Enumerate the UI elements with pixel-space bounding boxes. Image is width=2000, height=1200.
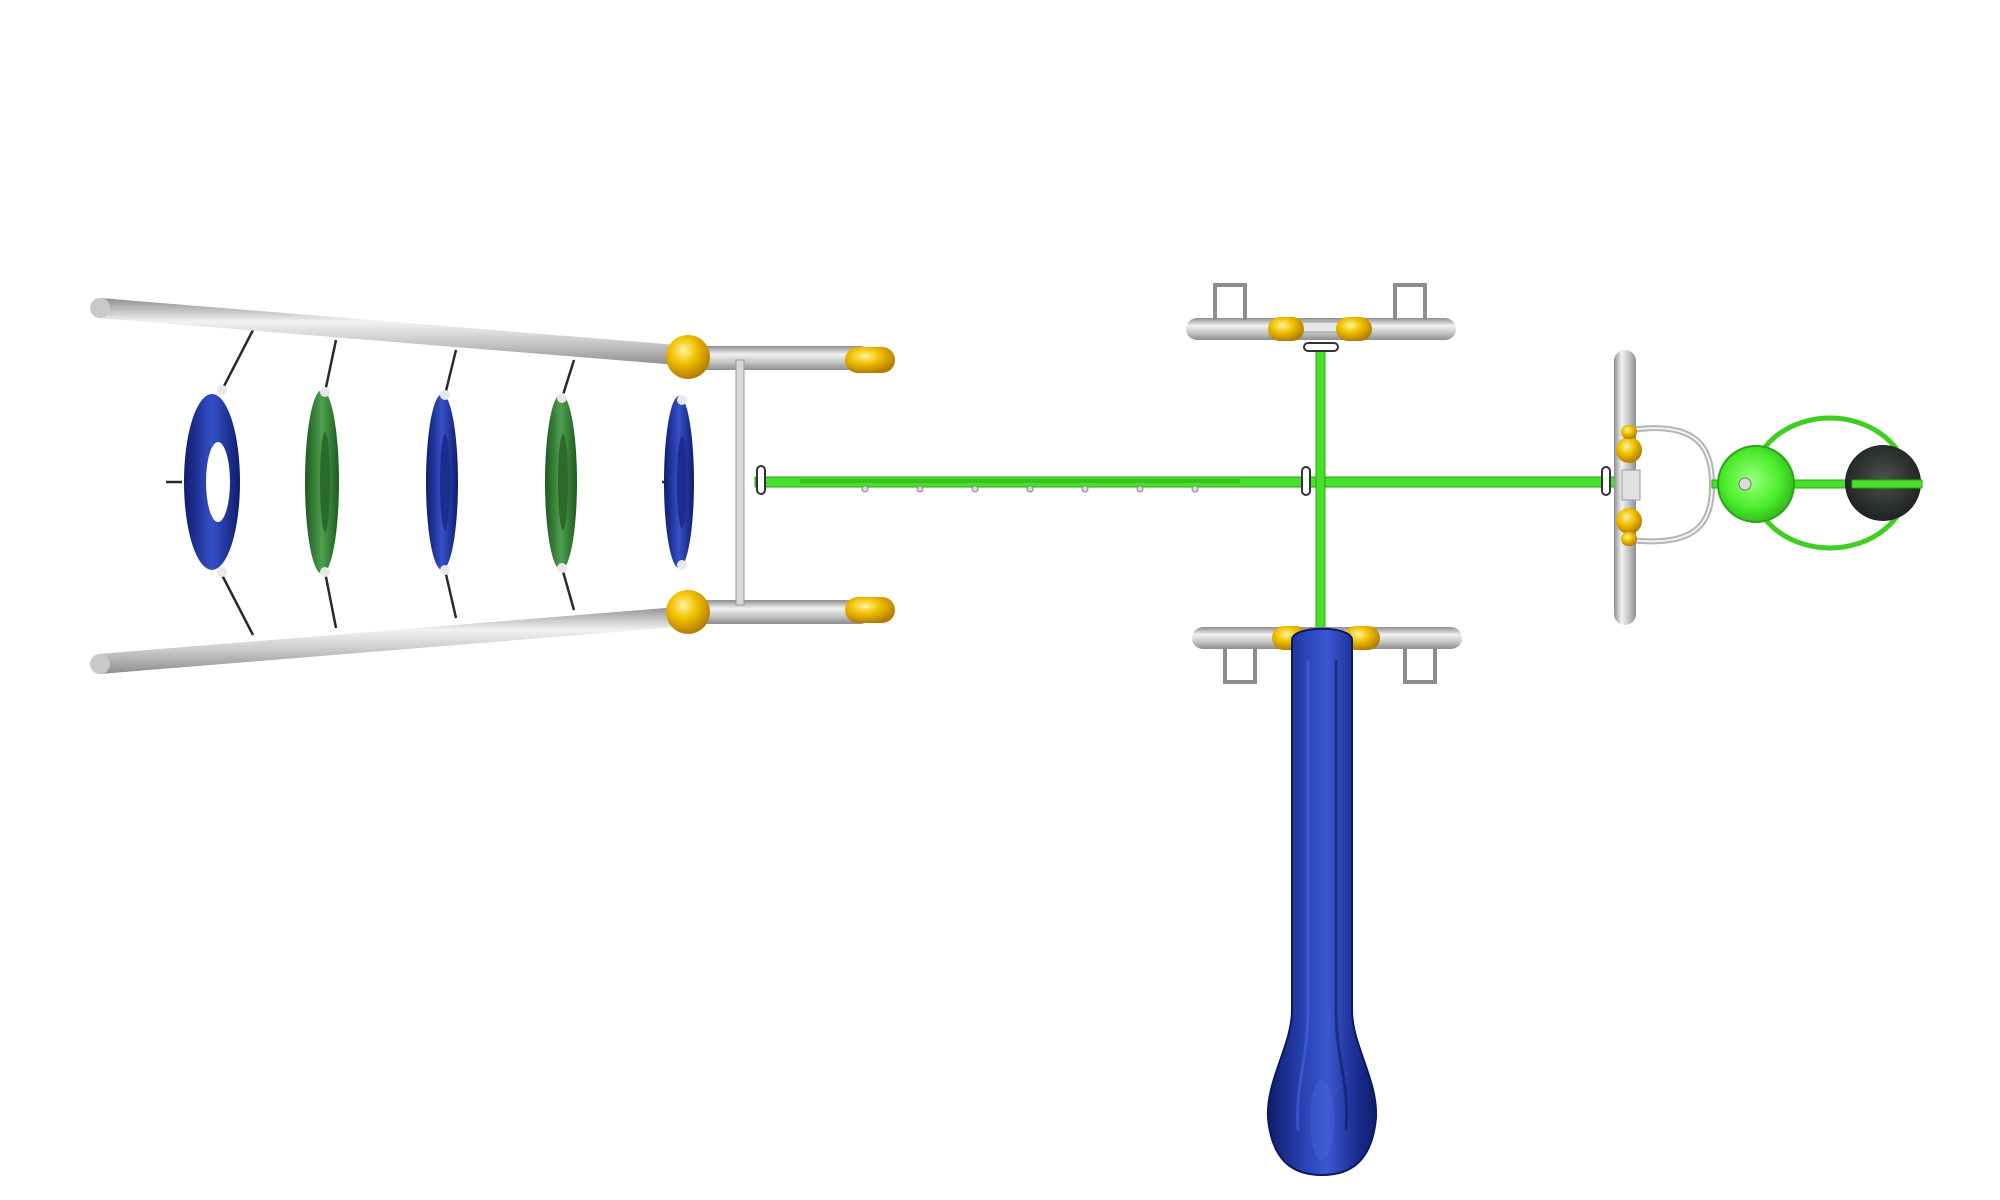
ring-green-2 (545, 393, 577, 573)
ladder-end-pipe-top (690, 346, 870, 370)
ladder-rings (184, 385, 694, 577)
ring-blue-3 (664, 395, 694, 570)
ladder-end-pipe-bottom (690, 600, 870, 624)
yellow-corner-clamps (666, 335, 710, 634)
ring-blue-1 (184, 385, 240, 577)
a-frame-end (1614, 350, 1716, 625)
wave-slide (1266, 627, 1378, 1177)
ring-ladder (90, 298, 895, 674)
leg-feet-upper (1213, 283, 1427, 320)
leg-feet-lower (1223, 648, 1437, 684)
ladder-lower-beam (90, 606, 690, 674)
top-beam (754, 465, 1616, 496)
beam-brackets (756, 465, 1611, 496)
ladder-upper-beam (90, 298, 690, 366)
yellow-end-caps (845, 347, 895, 623)
ring-green-1 (305, 387, 339, 577)
beam-hangers (861, 485, 1199, 493)
tire (1845, 445, 1923, 521)
ladder-crossbar (735, 359, 745, 606)
a-frame-leg-upper (1186, 283, 1456, 341)
tire-swing (1711, 415, 1923, 551)
ladder-ropes (166, 329, 676, 636)
ring-blue-2 (426, 390, 458, 575)
